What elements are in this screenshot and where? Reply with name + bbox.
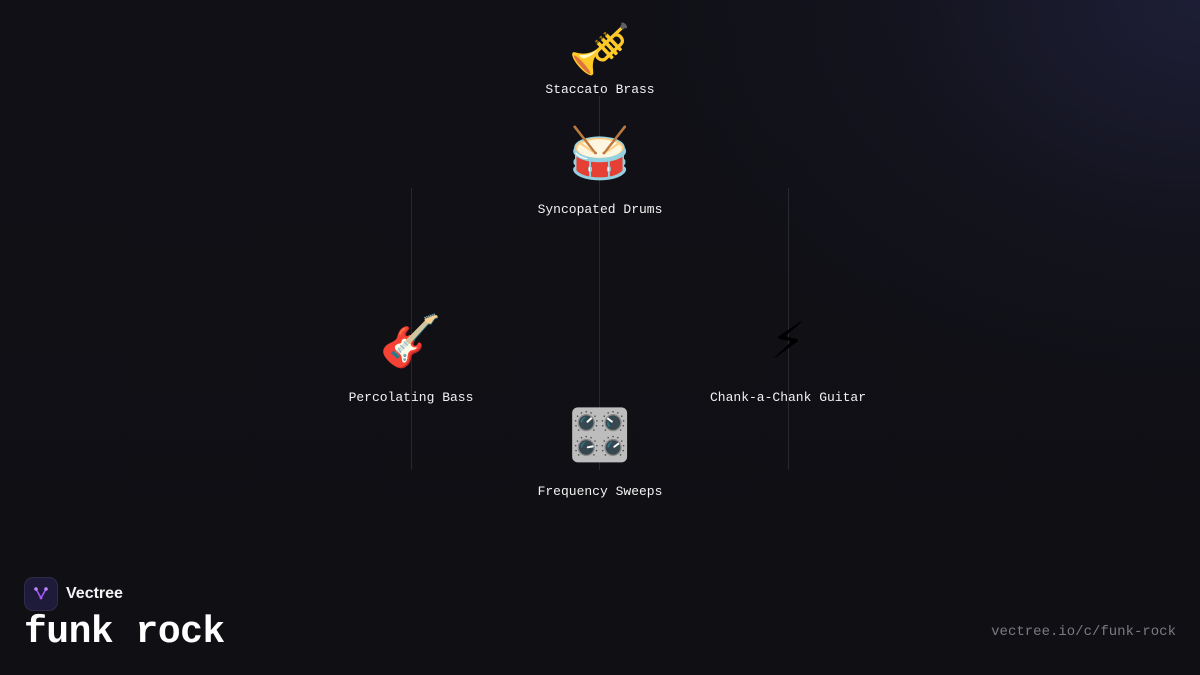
node-chank-a-chank-guitar[interactable]: ⚡ Chank-a-Chank Guitar <box>688 312 888 405</box>
node-label: Syncopated Drums <box>537 202 663 217</box>
collection-url-link[interactable]: vectree.io/c/funk-rock <box>991 624 1176 640</box>
drum-icon: 🥁 <box>568 124 632 182</box>
node-frequency-sweeps[interactable]: 🎛️ Frequency Sweeps <box>500 406 700 499</box>
edge-guitar-branch <box>788 188 789 470</box>
node-staccato-brass[interactable]: 🎺 Staccato Brass <box>500 20 700 97</box>
node-label: Percolating Bass <box>348 390 474 405</box>
guitar-icon: 🎸 <box>379 312 443 370</box>
page-title: funk rock <box>24 611 225 654</box>
node-percolating-bass[interactable]: 🎸 Percolating Bass <box>311 312 511 405</box>
vectree-logo-icon <box>24 577 58 611</box>
edge-brass-drums <box>599 96 600 470</box>
control-knobs-icon: 🎛️ <box>568 406 632 464</box>
node-label: Frequency Sweeps <box>537 484 663 499</box>
edge-bass-branch <box>411 188 412 470</box>
node-syncopated-drums[interactable]: 🥁 Syncopated Drums <box>500 124 700 217</box>
brand-name: Vectree <box>66 585 123 602</box>
lightning-icon: ⚡ <box>770 312 806 370</box>
brand[interactable]: Vectree <box>24 577 123 611</box>
node-label: Chank-a-Chank Guitar <box>709 390 867 405</box>
trumpet-icon: 🎺 <box>568 20 632 78</box>
node-label: Staccato Brass <box>545 82 655 97</box>
